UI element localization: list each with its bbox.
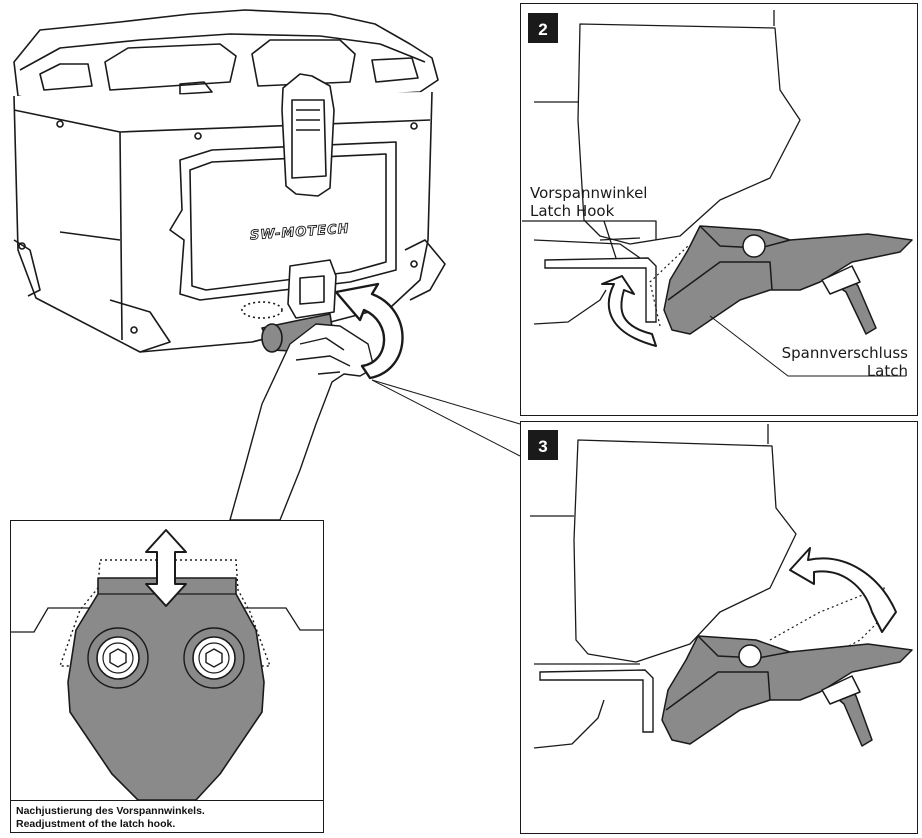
step-number: 2	[538, 20, 547, 39]
step-2-panel	[520, 3, 918, 416]
label-latch-en: Latch	[867, 362, 908, 380]
label-latch-de: Spannverschluss	[782, 344, 909, 362]
step-2-badge	[528, 13, 558, 43]
hex-bolt-icon	[183, 627, 245, 689]
curved-arrow-icon	[334, 282, 404, 380]
up-down-arrow-icon	[145, 529, 187, 607]
detail-caption-de: Nachjustierung des Vorspannwinkels.	[16, 805, 205, 817]
curved-arrow-icon	[601, 275, 657, 347]
step-3-panel	[520, 421, 918, 834]
detail-caption-en: Readjustment of the latch hook.	[16, 818, 175, 830]
curved-arrow-icon	[789, 547, 897, 633]
hex-bolt-icon	[87, 627, 149, 689]
detail-panel	[10, 520, 324, 833]
brand-logo: SW-MOTECH	[250, 222, 350, 244]
step-number: 3	[538, 437, 547, 456]
step-3-badge	[528, 430, 558, 460]
hand-illustration	[229, 323, 375, 521]
label-latch-hook-de: Vorspannwinkel	[530, 184, 647, 202]
callout-leader-lines	[371, 379, 521, 457]
label-latch-hook-en: Latch Hook	[530, 202, 615, 220]
